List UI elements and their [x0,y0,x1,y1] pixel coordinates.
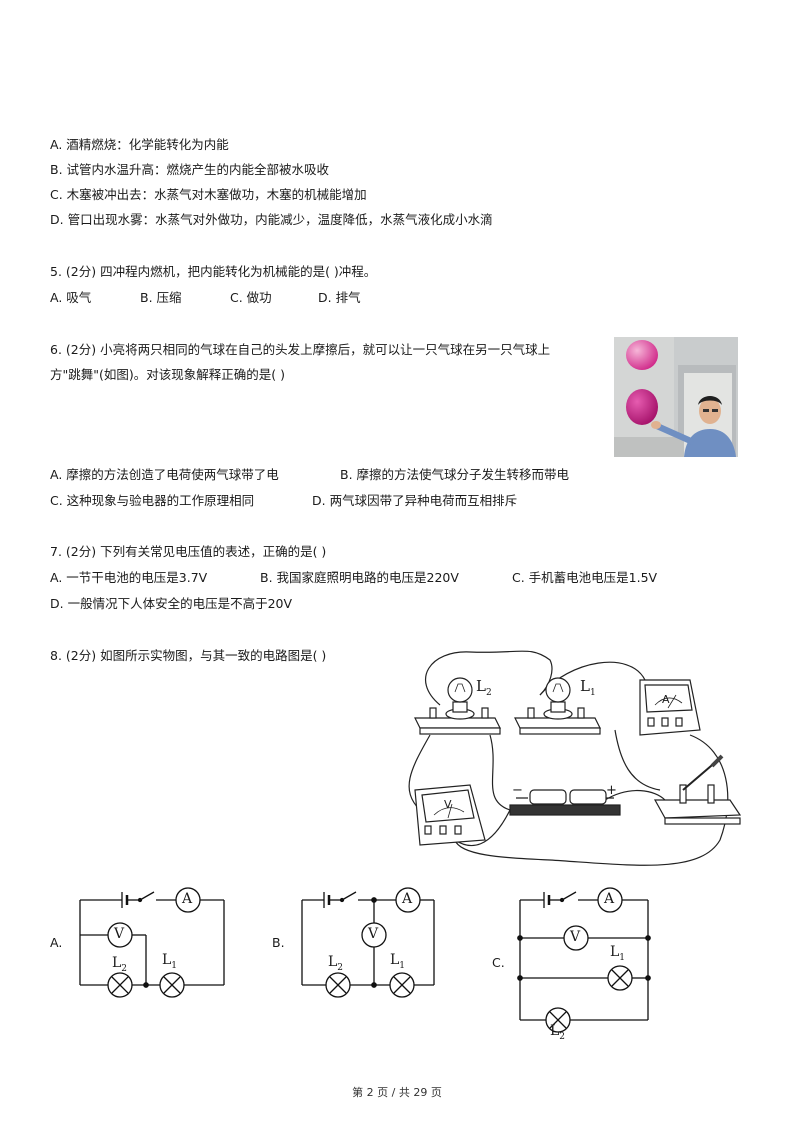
circuit-b-l1: L1 [390,952,406,971]
page-footer: 第 2 页 / 共 29 页 [352,1086,442,1099]
physical-ammeter-label: A [662,693,670,706]
q7-option-a: A. 一节干电池的电压是3.7V [50,570,208,585]
q7-stem: 7. (2分) 下列有关常见电压值的表述，正确的是( ) [50,544,327,559]
q4-option-a: A. 酒精燃烧：化学能转化为内能 [50,137,229,152]
circuit-a-label: A. [50,935,63,950]
q8-stem: 8. (2分) 如图所示实物图，与其一致的电路图是( ) [50,648,327,663]
q6-stem-line1: 6. (2分) 小亮将两只相同的气球在自己的头发上摩擦后，就可以让一只气球在另一… [50,342,551,357]
circuit-b-label: B. [272,935,285,950]
circuit-diagram-a: A V L2 L1 [72,880,232,1004]
q5-option-b: B. 压缩 [140,290,182,305]
physical-label-l1: L1 [580,677,596,698]
circuit-c-l1: L1 [610,944,626,963]
q4-option-b: B. 试管内水温升高：燃烧产生的内能全部被水吸收 [50,162,330,177]
q7-option-b: B. 我国家庭照明电路的电压是220V [260,570,459,585]
physical-circuit-figure: L2 L1 A V − + [400,640,750,884]
circuit-a-voltmeter: V [114,926,125,942]
q6-option-a: A. 摩擦的方法创造了电荷使两气球带了电 [50,467,279,482]
battery-minus-label: − [512,783,523,798]
physical-voltmeter-label: V [444,798,452,811]
balloon-photo [614,337,738,457]
q5-option-d: D. 排气 [318,290,361,305]
q5-option-a: A. 吸气 [50,290,92,305]
circuit-c-voltmeter: V [570,929,581,945]
q7-option-c: C. 手机蓄电池电压是1.5V [512,570,658,585]
circuit-b-voltmeter: V [368,926,379,942]
circuit-b-ammeter: A [402,891,413,907]
q6-stem-line2: 方"跳舞"(如图)。对该现象解释正确的是( ) [50,367,285,382]
q5-stem: 5. (2分) 四冲程内燃机，把内能转化为机械能的是( )冲程。 [50,264,377,279]
q4-option-d: D. 管口出现水雾：水蒸气对外做功，内能减少，温度降低，水蒸气液化成小水滴 [50,212,493,227]
circuit-b-l2: L2 [328,954,344,973]
battery-plus-label: + [606,783,617,798]
circuit-diagram-c: A V L1 L2 [512,880,662,1049]
physical-label-l2: L2 [476,677,492,698]
q6-option-c: C. 这种现象与验电器的工作原理相同 [50,493,255,508]
q4-option-c: C. 木塞被冲出去：水蒸气对木塞做功，木塞的机械能增加 [50,187,367,202]
q7-option-d: D. 一般情况下人体安全的电压是不高于20V [50,596,293,611]
circuit-c-l2: L2 [550,1023,566,1042]
q6-option-d: D. 两气球因带了异种电荷而互相排斥 [312,493,518,508]
circuit-a-ammeter: A [182,891,193,907]
q6-option-b: B. 摩擦的方法使气球分子发生转移而带电 [340,467,570,482]
circuit-diagram-b: A V L2 L1 [294,880,444,1004]
circuit-a-l1: L1 [162,952,178,971]
circuit-a-l2: L2 [112,955,128,974]
circuit-c-ammeter: A [604,891,615,907]
q5-option-c: C. 做功 [230,290,272,305]
circuit-c-label: C. [492,955,505,970]
